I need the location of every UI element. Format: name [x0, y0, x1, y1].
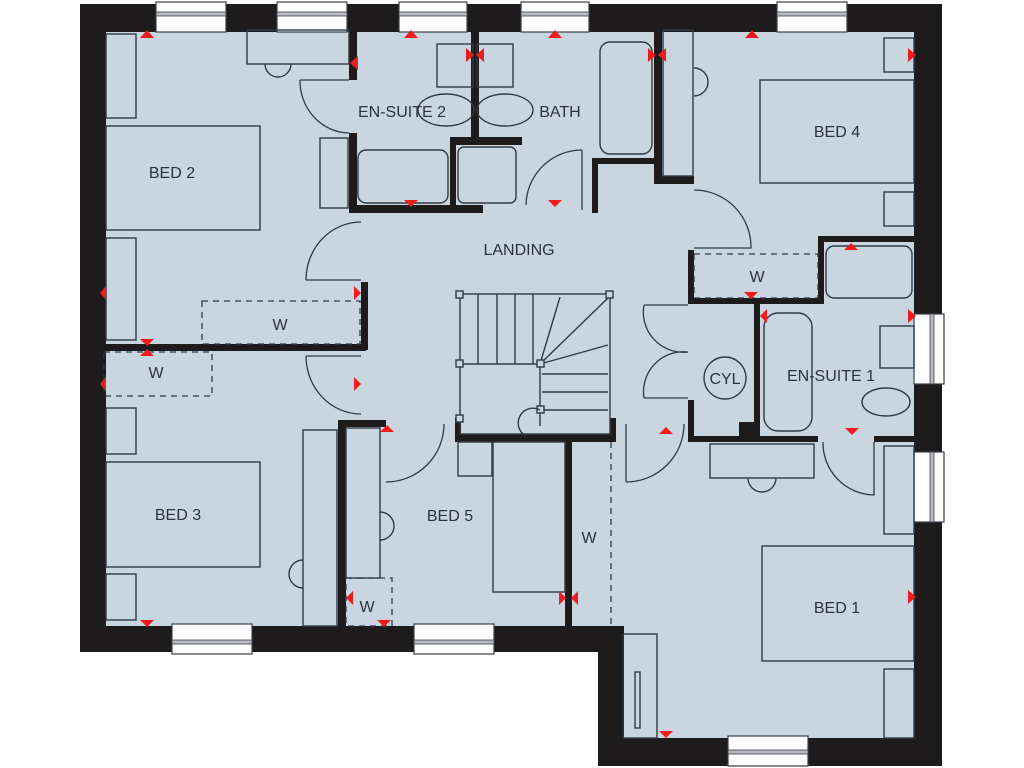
window-bed2-1: [155, 1, 227, 33]
ensuite2-toilet: [417, 93, 475, 127]
ensuite1-shower: [825, 245, 913, 299]
bed1-chair: [747, 477, 777, 493]
wardrobe-label-bed2: W: [272, 317, 288, 334]
ensuite1-fixtures: [642, 304, 915, 496]
ensuite2-basin: [436, 43, 474, 88]
hot-water-cylinder: [703, 356, 747, 400]
room-label-bed3: BED 3: [155, 507, 201, 524]
ensuite1-basin: [879, 325, 915, 369]
interior-walls: [104, 30, 916, 628]
room-label-ensuite2: EN-SUITE 2: [358, 104, 446, 121]
bed5-chair: [379, 511, 395, 541]
staircase: [455, 290, 614, 437]
floor-area: [104, 30, 916, 738]
window-ensuite2: [398, 1, 468, 33]
bed1-bedside-1: [883, 445, 915, 535]
bath-basin: [476, 43, 514, 88]
room-label-landing: LANDING: [483, 242, 554, 259]
power-markers: [100, 30, 916, 738]
door-bed4: [693, 189, 752, 249]
door-bed2: [305, 221, 362, 281]
bed3-bedside-1: [105, 407, 137, 455]
bath-tub: [599, 41, 653, 155]
bed3-furniture: [103, 351, 362, 627]
bed2-bedside-table: [105, 33, 137, 119]
bed5-bedside: [457, 441, 493, 477]
bed1-storage: [622, 633, 658, 739]
room-label-bed1: BED 1: [814, 600, 860, 617]
bed2-furniture: [105, 29, 362, 345]
room-label-cyl: CYL: [709, 371, 740, 388]
door-bed3: [305, 355, 362, 415]
door-bath: [525, 149, 583, 210]
bed2-chair: [264, 63, 292, 78]
wardrobe-bed4: [693, 253, 819, 299]
bed1-bedside-2: [883, 668, 915, 739]
room-label-bed5: BED 5: [427, 508, 473, 525]
bath-toilet: [476, 93, 534, 127]
bath-shower: [457, 146, 517, 204]
bed3-bedside-2: [105, 573, 137, 621]
ensuite2-shower: [357, 149, 449, 204]
bed3-bed: [105, 461, 261, 568]
window-ensuite1: [913, 313, 945, 385]
window-bed2-2: [276, 1, 348, 33]
wardrobe-bed2: [201, 300, 361, 345]
bed2-desk: [246, 29, 350, 65]
bed4-bedside-2: [883, 191, 915, 227]
room-label-ensuite1: EN-SUITE 1: [787, 368, 875, 385]
wardrobe-label-bed3: W: [148, 365, 164, 382]
window-bed4: [776, 1, 848, 33]
bed4-furniture: [693, 37, 915, 299]
window-bed3: [171, 623, 253, 655]
bed4-chair: [693, 67, 709, 97]
bed5-furniture: [345, 423, 566, 627]
bed2-bed: [105, 125, 261, 231]
wardrobe-label-bed5: W: [359, 599, 375, 616]
window-bed5: [413, 623, 495, 655]
room-label-bed2: BED 2: [149, 165, 195, 182]
bed4-bed: [759, 79, 915, 184]
wardrobe-label-bed1: W: [581, 530, 597, 547]
door-ensuite2: [299, 79, 350, 134]
door-bed5: [385, 423, 445, 483]
bathroom-fixtures: [357, 29, 694, 210]
window-bed1-side: [913, 451, 945, 523]
bed1-dresser: [709, 443, 815, 479]
door-ensuite1: [822, 441, 875, 496]
bed1-mirror: [634, 671, 641, 729]
bed1-bed: [761, 545, 915, 662]
window-bed1-bottom: [727, 735, 809, 767]
wardrobe-label-bed4: W: [749, 269, 765, 286]
bed5-bed: [492, 441, 566, 593]
room-label-bath: BATH: [539, 104, 580, 121]
windows: [155, 1, 945, 767]
wardrobe-bed5: [345, 577, 393, 627]
bed3-desk: [302, 429, 338, 627]
ensuite1-bath: [763, 312, 813, 432]
bed4-wardrobe-unit: [662, 29, 694, 177]
window-bath: [520, 1, 590, 33]
bed3-chair: [288, 559, 304, 589]
room-label-bed4: BED 4: [814, 124, 860, 141]
door-cyl-right: [642, 351, 689, 399]
bed1-furniture: [610, 423, 915, 739]
bed2-dresser: [319, 137, 349, 209]
ensuite1-toilet: [861, 387, 911, 417]
door-bed1: [625, 423, 685, 483]
